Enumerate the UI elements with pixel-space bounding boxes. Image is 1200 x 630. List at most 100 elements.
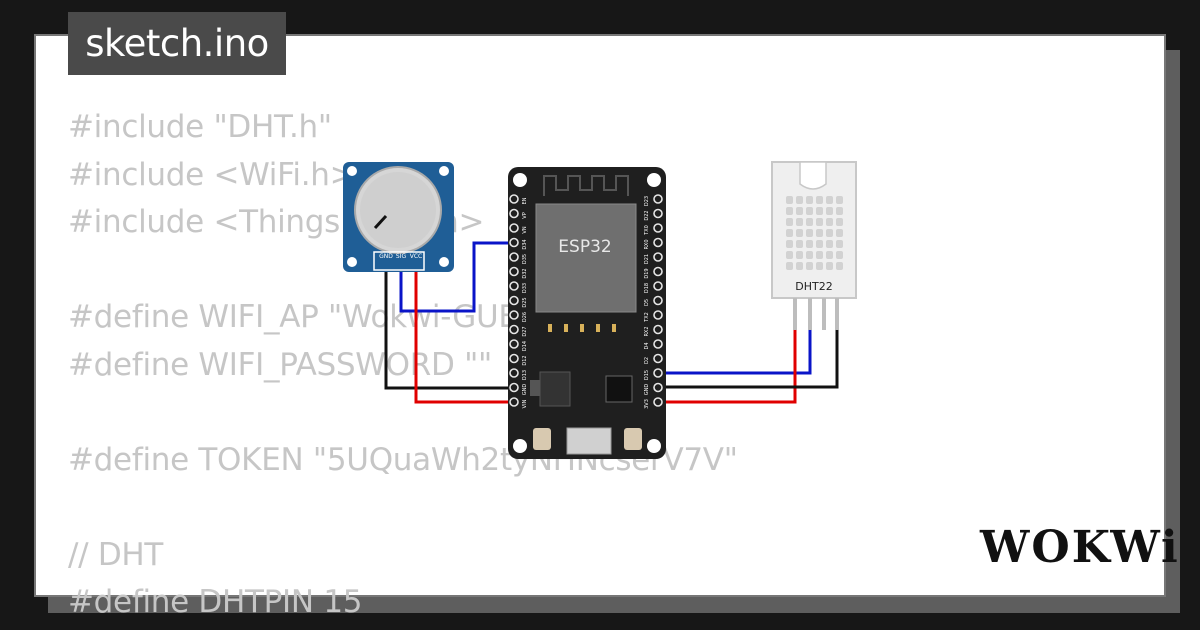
pin-hole[interactable]	[509, 397, 519, 407]
vent-hole	[786, 240, 793, 248]
esp32-board[interactable]: ESP32 ENVPVND34D35D32D33D25D26D27D14D12D…	[508, 167, 666, 459]
pin-label: D15	[644, 370, 650, 380]
esp32-left-pin-header[interactable]: ENVPVND34D35D32D33D25D26D27D14D12D13GNDV…	[509, 194, 528, 408]
dht22-vent-grid	[786, 196, 843, 270]
vent-hole	[836, 262, 843, 270]
vent-hole	[816, 207, 823, 215]
vent-hole	[826, 262, 833, 270]
wire-dht-data	[658, 328, 812, 375]
pin-hole[interactable]	[509, 339, 519, 349]
pin-hole[interactable]	[653, 368, 663, 378]
pin-hole[interactable]	[653, 223, 663, 233]
pin-hole[interactable]	[653, 295, 663, 306]
vent-hole	[826, 251, 833, 259]
pin-label: D35	[522, 254, 528, 264]
pin-label: D4	[644, 342, 650, 349]
pin-hole[interactable]	[509, 237, 519, 248]
vent-hole	[836, 240, 843, 248]
vent-hole	[816, 262, 823, 270]
potentiometer[interactable]: GND SIG VCC	[343, 162, 454, 272]
vent-hole	[826, 240, 833, 248]
pin-hole[interactable]	[653, 194, 663, 204]
pin-hole[interactable]	[509, 208, 519, 219]
pin-hole[interactable]	[509, 252, 519, 262]
pin-hole[interactable]	[653, 266, 663, 277]
vent-hole	[806, 218, 813, 226]
vent-hole	[796, 251, 803, 259]
wokwi-logo: WOKWi	[980, 522, 1180, 573]
pin-hole[interactable]	[509, 368, 519, 378]
pin-label: D19	[644, 268, 650, 278]
pin-label: VN	[522, 226, 528, 233]
pin-label: D26	[522, 312, 528, 322]
pin-label: D33	[522, 283, 528, 293]
vent-hole	[796, 207, 803, 215]
vent-hole	[796, 218, 803, 226]
pot-pin-label: VCC	[410, 253, 422, 260]
pin-label: D27	[522, 326, 528, 336]
pin-hole[interactable]	[509, 281, 519, 291]
pin-label: GND	[644, 384, 650, 396]
vent-hole	[816, 229, 823, 237]
pot-pin-label: GND	[379, 253, 393, 260]
pin-label: D12	[522, 355, 528, 365]
pin-hole[interactable]	[509, 194, 519, 204]
vent-hole	[836, 196, 843, 204]
pin-label: D25	[522, 297, 528, 307]
vent-hole	[836, 207, 843, 215]
wire-dht-vcc	[658, 328, 797, 404]
pin-hole[interactable]	[653, 252, 663, 262]
vent-hole	[806, 240, 813, 248]
vent-hole	[806, 251, 813, 259]
wire-pot-vcc	[414, 262, 514, 404]
pin-hole[interactable]	[653, 397, 663, 407]
pin-hole[interactable]	[509, 382, 519, 393]
vent-hole	[806, 196, 813, 204]
pin-hole[interactable]	[509, 223, 519, 233]
vent-hole	[816, 218, 823, 226]
wires	[384, 241, 839, 404]
pin-hole[interactable]	[509, 324, 519, 335]
vent-hole	[826, 218, 833, 226]
vent-hole	[826, 207, 833, 215]
pin-hole[interactable]	[653, 310, 663, 320]
pin-hole[interactable]	[509, 266, 519, 277]
vent-hole	[796, 229, 803, 237]
knob-pointer-icon	[373, 214, 388, 230]
vent-hole	[796, 262, 803, 270]
vent-hole	[806, 207, 813, 215]
vent-hole	[796, 240, 803, 248]
pin-hole[interactable]	[653, 382, 663, 393]
pin-hole[interactable]	[509, 310, 519, 320]
pin-label: D13	[522, 370, 528, 380]
pin-label: VP	[522, 212, 528, 218]
pin-hole[interactable]	[653, 237, 663, 248]
pin-hole[interactable]	[653, 353, 663, 364]
pin-hole[interactable]	[653, 324, 663, 335]
vent-hole	[816, 240, 823, 248]
pin-hole[interactable]	[653, 281, 663, 291]
pin-hole[interactable]	[653, 208, 663, 219]
pot-pin-label: SIG	[396, 253, 407, 260]
vent-hole	[826, 196, 833, 204]
pin-label: EN	[522, 197, 528, 204]
dht22-label: DHT22	[795, 280, 832, 293]
pin-hole[interactable]	[509, 353, 519, 364]
pin-hole[interactable]	[653, 339, 663, 349]
pin-label: D22	[644, 210, 650, 220]
vent-hole	[816, 196, 823, 204]
vent-hole	[806, 229, 813, 237]
pin-hole[interactable]	[509, 295, 519, 306]
vent-hole	[836, 251, 843, 259]
vent-hole	[786, 251, 793, 259]
vent-hole	[786, 196, 793, 204]
dht22-sensor[interactable]: DHT22	[771, 161, 857, 330]
esp32-chip-label: ESP32	[558, 237, 611, 257]
vent-hole	[836, 229, 843, 237]
wire-dht-gnd	[658, 328, 839, 389]
pin-label: TX0	[644, 225, 650, 236]
pin-label: RX2	[644, 326, 650, 336]
vent-hole	[836, 218, 843, 226]
esp32-right-pin-header[interactable]: D23D22TX0RX0D21D19D18D5TX2RX2D4D2D15GND3…	[644, 194, 663, 409]
file-tab-sketch[interactable]: sketch.ino	[68, 12, 286, 75]
